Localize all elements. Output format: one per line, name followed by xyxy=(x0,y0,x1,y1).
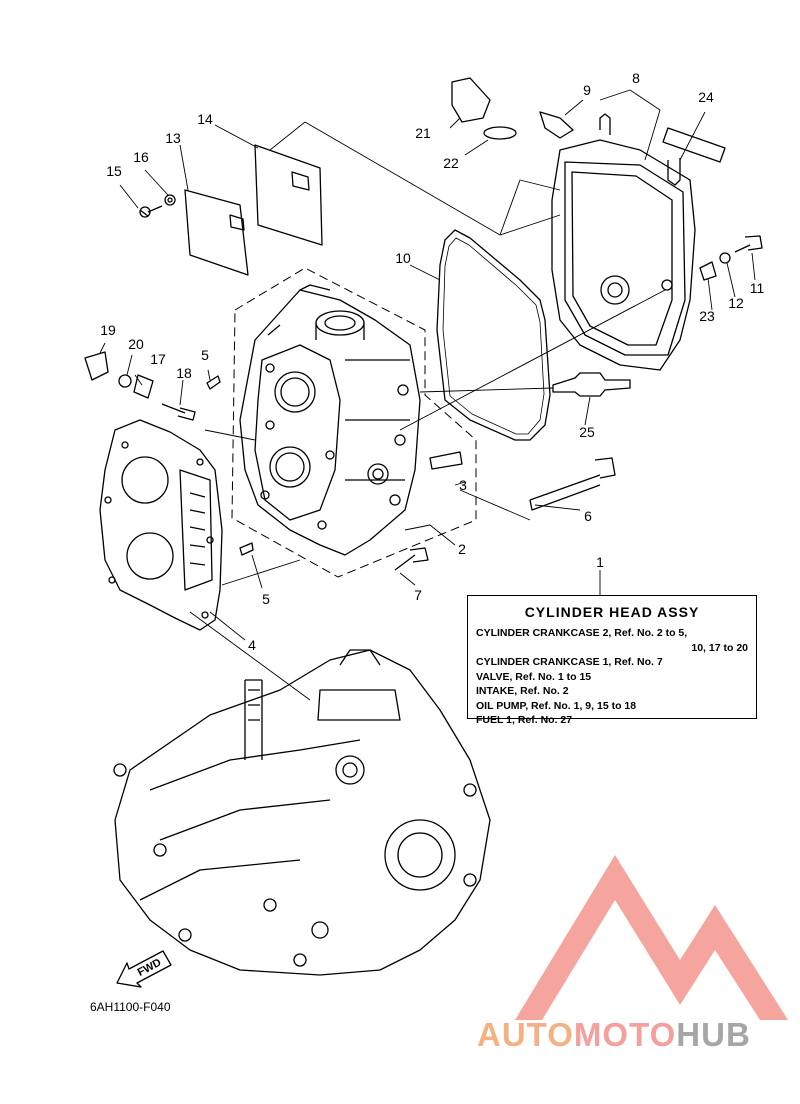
washer-12 xyxy=(719,252,731,264)
callout-15: 15 xyxy=(106,163,122,179)
label-plate-24 xyxy=(662,127,726,163)
cylinder-head-cover-part xyxy=(551,113,696,371)
reference-line: OIL PUMP, Ref. No. 1, 9, 15 to 18 xyxy=(476,699,637,712)
callout-22: 22 xyxy=(443,155,459,171)
reference-line: CYLINDER CRANKCASE 2, Ref. No. 2 to 5, xyxy=(476,627,688,639)
crankcase-part xyxy=(113,649,491,976)
fwd-arrow-icon: FWD xyxy=(116,950,172,988)
callout-13: 13 xyxy=(165,130,181,146)
bolt-7 xyxy=(394,547,429,571)
callout-2: 2 xyxy=(458,541,466,557)
callout-24: 24 xyxy=(698,89,714,105)
callout-1: 1 xyxy=(596,554,604,570)
cover-gasket-part xyxy=(436,229,551,441)
reference-line: 10, 17 to 20 xyxy=(691,641,748,654)
o-ring-22 xyxy=(483,126,517,140)
callout-11: 11 xyxy=(749,280,765,296)
callout-16: 16 xyxy=(133,149,149,165)
dowel-pin-5b xyxy=(239,542,254,556)
reference-box-title: CYLINDER HEAD ASSY xyxy=(524,604,700,620)
callout-4: 4 xyxy=(248,637,256,653)
clip-23 xyxy=(699,261,717,281)
bolt-18 xyxy=(161,403,196,421)
callout-21: 21 xyxy=(415,125,431,141)
gasket-14-part xyxy=(254,144,323,246)
callout-18: 18 xyxy=(176,365,192,381)
o-ring-20 xyxy=(118,374,132,388)
automotohub-logo-mark xyxy=(515,855,788,1020)
logo-text-auto: AUTO xyxy=(477,1016,574,1053)
logo-text-hub: HUB xyxy=(676,1016,751,1053)
pin-3 xyxy=(429,451,463,470)
callout-12: 12 xyxy=(728,295,744,311)
callout-7: 7 xyxy=(414,587,422,603)
bolt-6 xyxy=(529,457,616,501)
reference-line: VALVE, Ref. No. 1 to 15 xyxy=(476,670,592,683)
leader-lines xyxy=(99,89,756,701)
callout-19: 19 xyxy=(100,322,116,338)
cylinder-head-group-outline xyxy=(231,267,477,578)
callout-10: 10 xyxy=(395,250,411,266)
callout-25: 25 xyxy=(579,424,595,440)
drawing-code: 6AH1100-F040 xyxy=(90,1000,171,1014)
callout-3: 3 xyxy=(459,477,467,493)
callout-14: 14 xyxy=(197,111,213,127)
reference-box: CYLINDER HEAD ASSY CYLINDER CRANKCASE 2,… xyxy=(467,595,757,726)
callout-17: 17 xyxy=(150,351,166,367)
callout-23: 23 xyxy=(699,308,715,324)
plug-21 xyxy=(451,77,491,123)
washer-16 xyxy=(164,194,176,206)
callout-5-upper: 5 xyxy=(201,347,209,363)
callout-20: 20 xyxy=(128,336,144,352)
reference-line: FUEL 1, Ref. No. 27 xyxy=(476,714,573,726)
callout-8: 8 xyxy=(632,70,640,86)
logo-text-moto: MOTO xyxy=(573,1016,677,1053)
cylinder-head-part xyxy=(239,284,421,556)
reference-line: CYLINDER CRANKCASE 1, Ref. No. 7 xyxy=(476,656,663,668)
callout-5-lower: 5 xyxy=(262,591,270,607)
spark-plug-25 xyxy=(552,372,631,397)
reference-line: INTAKE, Ref. No. 2 xyxy=(476,685,569,697)
callout-6: 6 xyxy=(584,508,592,524)
dowel-pin-5a xyxy=(206,375,221,390)
bolt-11 xyxy=(734,235,763,253)
head-gasket-part xyxy=(99,419,223,631)
callout-9: 9 xyxy=(583,82,591,98)
plug-19 xyxy=(84,351,109,381)
fitting-9 xyxy=(539,111,574,139)
gasket-13-part xyxy=(184,189,249,276)
automotohub-logo-text: AUTOMOTOHUB xyxy=(477,1016,751,1054)
bushing-17 xyxy=(133,374,154,399)
